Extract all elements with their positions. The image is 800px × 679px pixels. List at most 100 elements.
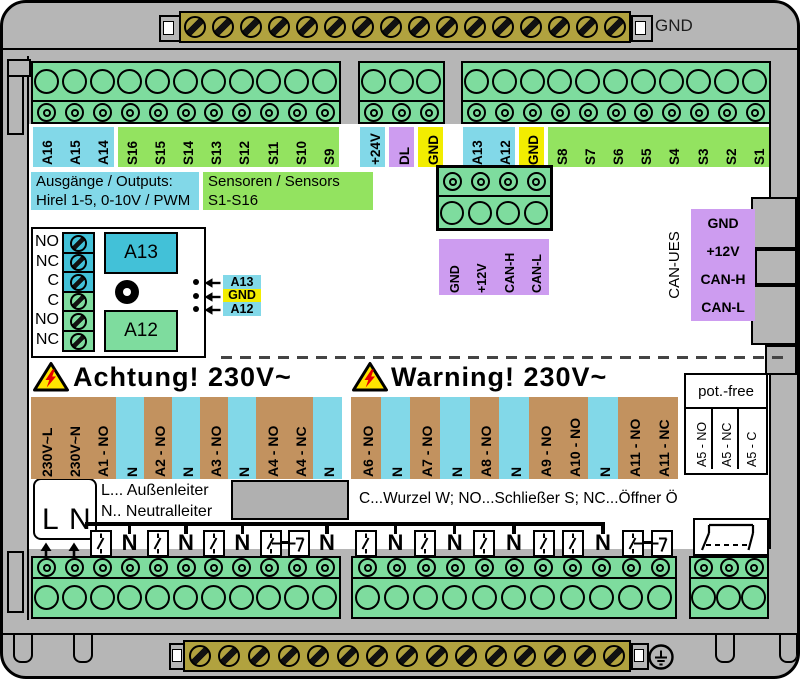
screw-terminal-icon[interactable]	[65, 103, 85, 122]
wire-hole[interactable]	[630, 68, 656, 94]
wire-hole[interactable]	[495, 201, 520, 225]
screw-terminal-icon[interactable]	[467, 103, 487, 122]
screw-terminal-icon[interactable]	[662, 103, 682, 122]
screw-head-icon[interactable]	[70, 234, 87, 252]
screw-head-icon[interactable]	[464, 16, 486, 38]
screw-head-icon[interactable]	[324, 16, 346, 38]
screw-terminal-icon[interactable]	[204, 103, 224, 122]
wire-hole[interactable]	[559, 585, 585, 610]
screw-head-icon[interactable]	[352, 16, 374, 38]
screw-terminal-icon[interactable]	[387, 558, 407, 577]
screw-head-icon[interactable]	[548, 16, 570, 38]
screw-head-icon[interactable]	[248, 645, 270, 667]
wire-hole[interactable]	[61, 585, 87, 610]
screw-terminal-icon[interactable]	[650, 558, 670, 577]
screw-head-icon[interactable]	[70, 254, 87, 272]
screw-terminal-icon[interactable]	[148, 558, 168, 577]
wire-hole[interactable]	[575, 68, 601, 94]
wire-hole[interactable]	[173, 585, 198, 610]
wire-hole[interactable]	[588, 585, 614, 610]
wire-hole[interactable]	[658, 68, 684, 94]
screw-terminal-icon[interactable]	[744, 558, 764, 577]
wire-hole[interactable]	[413, 585, 439, 610]
screw-terminal-icon[interactable]	[287, 558, 307, 577]
screw-terminal-icon[interactable]	[592, 558, 612, 577]
screw-head-icon[interactable]	[218, 645, 241, 667]
wire-hole[interactable]	[284, 68, 310, 94]
screw-terminal-icon[interactable]	[504, 558, 524, 577]
screw-head-icon[interactable]	[576, 16, 598, 38]
screw-head-icon[interactable]	[277, 645, 300, 667]
screw-head-icon[interactable]	[520, 16, 542, 38]
wire-hole[interactable]	[312, 68, 338, 94]
screw-terminal-icon[interactable]	[445, 558, 465, 577]
screw-terminal-icon[interactable]	[533, 558, 553, 577]
screw-terminal-icon[interactable]	[315, 103, 335, 122]
wire-hole[interactable]	[200, 68, 226, 94]
screw-terminal-icon[interactable]	[259, 103, 279, 122]
screw-terminal-icon[interactable]	[120, 558, 140, 577]
screw-terminal-icon[interactable]	[416, 558, 436, 577]
screw-terminal-icon[interactable]	[148, 103, 168, 122]
screw-terminal-icon[interactable]	[232, 103, 252, 122]
wire-hole[interactable]	[547, 68, 573, 94]
screw-terminal-icon[interactable]	[578, 103, 598, 122]
screw-terminal-icon[interactable]	[259, 558, 279, 577]
screw-head-icon[interactable]	[70, 293, 87, 311]
screw-head-icon[interactable]	[188, 645, 211, 667]
wire-hole[interactable]	[530, 585, 556, 610]
screw-head-icon[interactable]	[514, 645, 537, 667]
screw-head-icon[interactable]	[212, 16, 234, 38]
screw-terminal-icon[interactable]	[471, 172, 491, 191]
wire-hole[interactable]	[33, 585, 59, 610]
wire-hole[interactable]	[89, 68, 115, 94]
screw-terminal-icon[interactable]	[495, 103, 515, 122]
screw-terminal-icon[interactable]	[634, 103, 654, 122]
screw-head-icon[interactable]	[455, 645, 478, 667]
screw-head-icon[interactable]	[573, 645, 596, 667]
wire-hole[interactable]	[442, 585, 468, 610]
screw-head-icon[interactable]	[184, 16, 206, 38]
screw-terminal-icon[interactable]	[37, 103, 57, 122]
screw-terminal-icon[interactable]	[745, 103, 765, 122]
wire-hole[interactable]	[388, 68, 414, 94]
wire-hole[interactable]	[145, 585, 171, 610]
screw-terminal-icon[interactable]	[176, 558, 196, 577]
wire-hole[interactable]	[200, 585, 226, 610]
screw-terminal-icon[interactable]	[443, 172, 463, 191]
wire-hole[interactable]	[61, 68, 87, 94]
wire-hole[interactable]	[228, 68, 254, 94]
wire-hole[interactable]	[647, 585, 673, 610]
wire-hole[interactable]	[716, 585, 741, 610]
screw-head-icon[interactable]	[604, 16, 626, 38]
wire-hole[interactable]	[519, 68, 545, 94]
wire-hole[interactable]	[117, 585, 143, 610]
screw-head-icon[interactable]	[436, 16, 458, 38]
wire-hole[interactable]	[383, 585, 409, 610]
screw-head-icon[interactable]	[366, 645, 389, 667]
wire-hole[interactable]	[228, 585, 254, 610]
wire-hole[interactable]	[440, 201, 465, 225]
screw-terminal-icon[interactable]	[315, 558, 335, 577]
screw-terminal-icon[interactable]	[523, 103, 543, 122]
wire-hole[interactable]	[416, 68, 442, 94]
screw-terminal-icon[interactable]	[526, 172, 546, 191]
screw-terminal-icon[interactable]	[364, 103, 384, 122]
screw-terminal-icon[interactable]	[689, 103, 709, 122]
wire-hole[interactable]	[312, 585, 338, 610]
wire-hole[interactable]	[741, 585, 767, 610]
screw-terminal-icon[interactable]	[392, 103, 411, 122]
wire-hole[interactable]	[256, 68, 282, 94]
wire-hole[interactable]	[491, 68, 517, 94]
screw-head-icon[interactable]	[296, 16, 318, 38]
screw-head-icon[interactable]	[380, 16, 402, 38]
screw-terminal-icon[interactable]	[606, 103, 626, 122]
screw-terminal-icon[interactable]	[717, 103, 737, 122]
screw-head-icon[interactable]	[70, 332, 87, 350]
wire-hole[interactable]	[618, 585, 644, 610]
screw-head-icon[interactable]	[70, 312, 87, 330]
screw-head-icon[interactable]	[396, 645, 418, 667]
wire-hole[interactable]	[89, 585, 115, 610]
screw-terminal-icon[interactable]	[550, 103, 570, 122]
wire-hole[interactable]	[523, 201, 548, 225]
